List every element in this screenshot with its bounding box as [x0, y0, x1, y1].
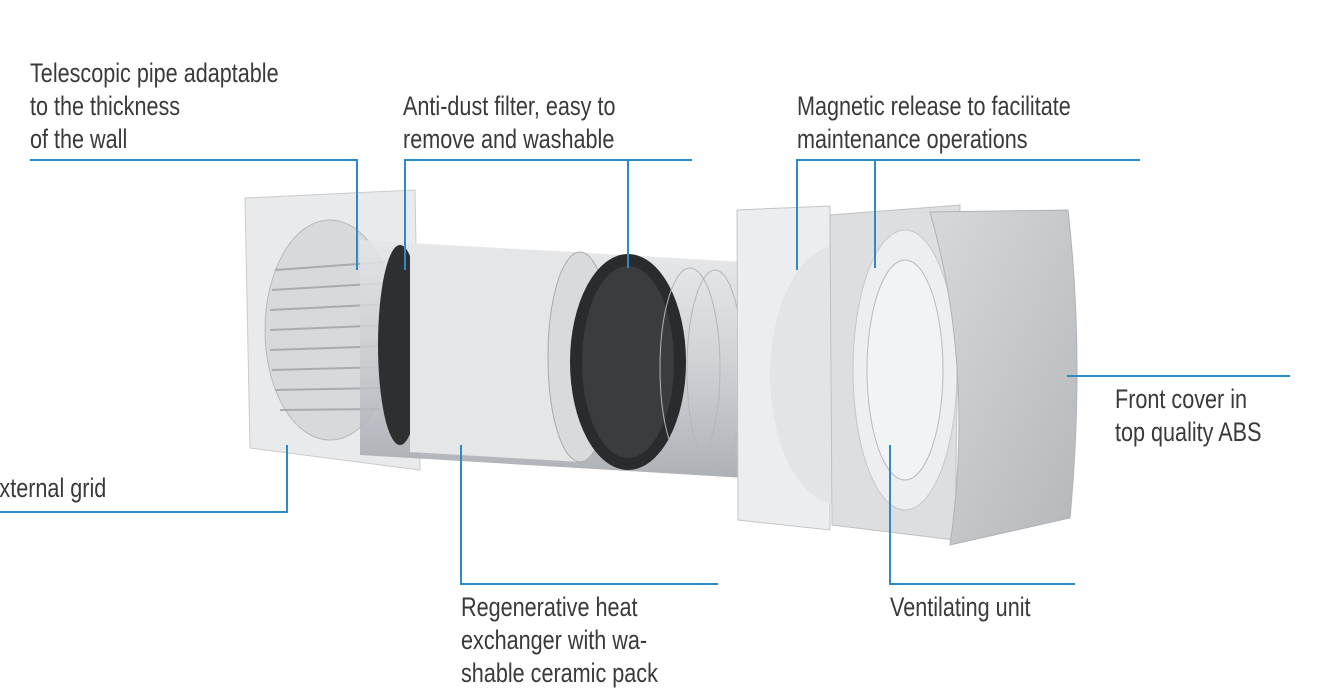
- label-line: Ventilating unit: [890, 592, 1031, 622]
- label-line: Regenerative heat: [461, 592, 638, 622]
- label-front-cover: Front cover in top quality ABS: [1115, 383, 1262, 449]
- label-telescopic-pipe: Telescopic pipe adaptable to the thickne…: [30, 57, 279, 156]
- leader-heat-exchanger: [460, 445, 718, 585]
- leader-magnetic-release: [796, 159, 1140, 270]
- label-line: Anti-dust filter, easy to: [403, 91, 616, 121]
- leader-telescopic-pipe: [30, 159, 358, 270]
- label-line: maintenance operations: [797, 124, 1028, 154]
- label-line: External grid: [0, 473, 107, 503]
- leader-external-grid: [0, 445, 288, 513]
- label-line: remove and washable: [403, 124, 615, 154]
- leader-anti-dust-filter: [404, 159, 692, 270]
- leader-lines: [0, 159, 1290, 585]
- label-line: exchanger with wa-: [461, 625, 648, 655]
- telescopic-tube: [360, 240, 745, 478]
- label-line: shable ceramic pack: [461, 658, 658, 688]
- label-line: to the thickness: [30, 91, 181, 121]
- label-line: Front cover in: [1115, 384, 1248, 414]
- label-ventilating-unit: Ventilating unit: [890, 591, 1031, 624]
- label-line: Telescopic pipe adaptable: [30, 58, 279, 88]
- label-anti-dust-filter: Anti-dust filter, easy to remove and was…: [403, 90, 616, 156]
- label-line: of the wall: [30, 124, 128, 154]
- label-heat-exchanger: Regenerative heat exchanger with wa- sha…: [461, 591, 658, 690]
- ventilating-unit: [829, 204, 961, 541]
- leader-ventilating-unit: [889, 445, 1075, 585]
- label-external-grid: External grid: [0, 472, 106, 505]
- label-line: Magnetic release to facilitate: [797, 91, 1071, 121]
- front-cover: [929, 209, 1078, 546]
- label-magnetic-release: Magnetic release to facilitate maintenan…: [797, 90, 1071, 156]
- label-line: top quality ABS: [1115, 417, 1262, 447]
